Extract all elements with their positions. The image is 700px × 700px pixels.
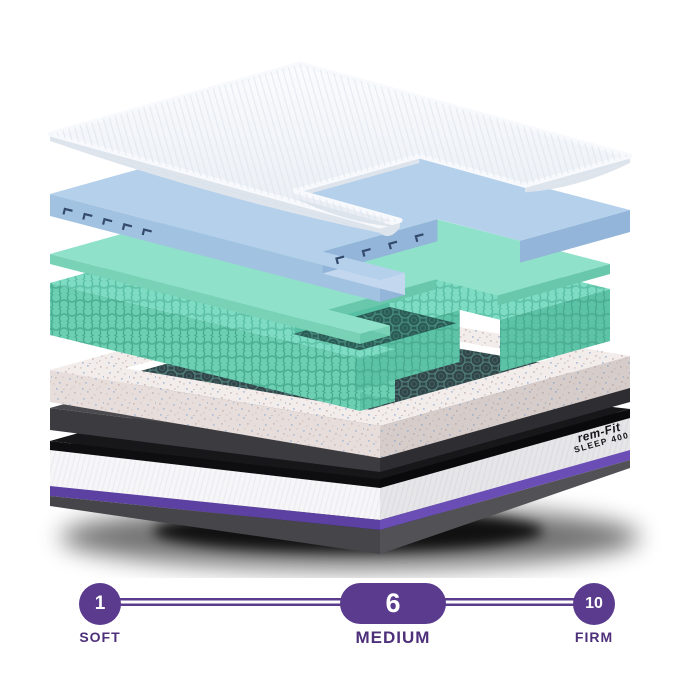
air-vent-mark xyxy=(82,212,93,220)
air-vent-mark xyxy=(414,233,424,243)
air-vent-mark xyxy=(121,223,133,231)
layer-quilted-cover xyxy=(47,61,633,237)
air-vent-mark xyxy=(361,248,371,257)
air-vent-mark xyxy=(335,255,345,265)
firmness-current-marker: 6 xyxy=(340,583,446,624)
air-vent-mark xyxy=(62,207,73,215)
firmness-track xyxy=(100,598,594,606)
air-vent-mark xyxy=(141,228,152,236)
firmness-min-value: 1 xyxy=(94,593,106,614)
firmness-min-label: SOFT xyxy=(79,629,121,645)
air-vent-mark xyxy=(388,240,398,250)
air-vent-mark xyxy=(102,217,113,225)
firmness-min-marker: 1 xyxy=(79,583,121,625)
firmness-current-value: 6 xyxy=(385,588,401,618)
firmness-max-value: 10 xyxy=(585,595,603,612)
firmness-current-label: MEDIUM xyxy=(355,628,431,647)
firmness-max-label: FIRM xyxy=(574,629,614,645)
firmness-max-marker: 10 xyxy=(573,583,615,625)
